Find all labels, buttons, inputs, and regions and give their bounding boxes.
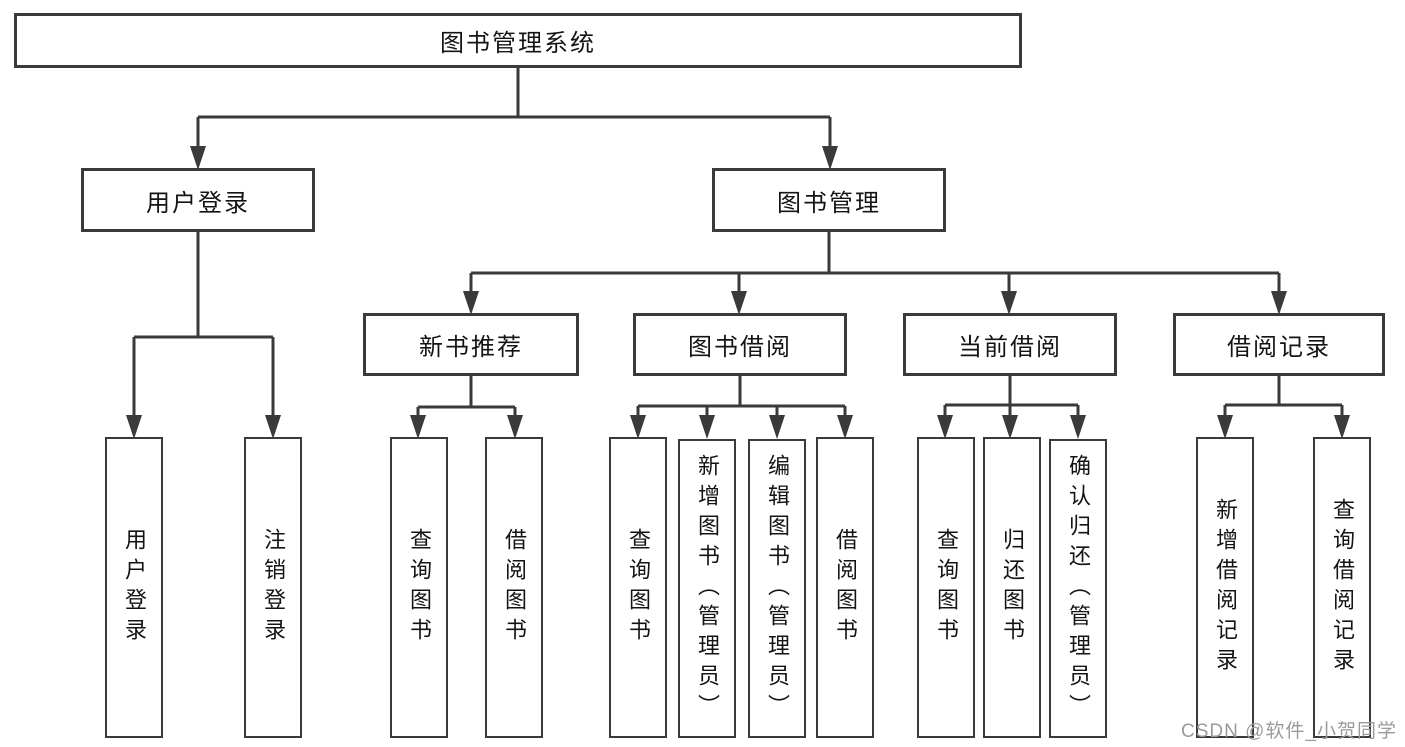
node-user-login-branch-label: 用户登录	[146, 189, 250, 217]
leaf-borrowing-query-books-label: 查询图书	[626, 527, 651, 648]
leaf-logout: 注销登录	[244, 437, 302, 738]
leaf-newbook-query-books-label: 查询图书	[407, 527, 432, 648]
leaf-borrowing-borrow-books: 借阅图书	[816, 437, 874, 738]
leaf-current-query-books: 查询图书	[917, 437, 975, 738]
leaf-records-query-record: 查询借阅记录	[1313, 437, 1371, 738]
leaf-borrowing-add-books-admin-label: 新增图书（管理员）	[695, 453, 720, 724]
leaf-current-return-books: 归还图书	[983, 437, 1041, 738]
node-new-book-recommend-label: 新书推荐	[419, 334, 523, 361]
node-current-borrowing: 当前借阅	[903, 313, 1117, 376]
leaf-records-add-record-label: 新增借阅记录	[1213, 497, 1238, 678]
csdn-watermark: CSDN @软件_小贺同学	[1181, 721, 1397, 742]
leaf-current-return-books-label: 归还图书	[1000, 527, 1025, 648]
leaf-logout-label: 注销登录	[261, 527, 286, 648]
node-new-book-recommend: 新书推荐	[363, 313, 579, 376]
leaf-records-query-record-label: 查询借阅记录	[1330, 497, 1355, 678]
leaf-current-query-books-label: 查询图书	[934, 527, 959, 648]
node-borrowing-records: 借阅记录	[1173, 313, 1385, 376]
leaf-borrowing-borrow-books-label: 借阅图书	[833, 527, 858, 648]
node-current-borrowing-label: 当前借阅	[958, 334, 1062, 361]
leaf-records-add-record: 新增借阅记录	[1196, 437, 1254, 738]
leaf-newbook-borrow-books-label: 借阅图书	[502, 527, 527, 648]
leaf-current-confirm-return-admin: 确认归还（管理员）	[1049, 439, 1107, 738]
node-borrowing-records-label: 借阅记录	[1227, 334, 1331, 361]
leaf-borrowing-query-books: 查询图书	[609, 437, 667, 738]
leaf-newbook-borrow-books: 借阅图书	[485, 437, 543, 738]
node-book-borrowing-label: 图书借阅	[688, 334, 792, 361]
leaf-borrowing-edit-books-admin-label: 编辑图书（管理员）	[765, 453, 790, 724]
leaf-current-confirm-return-admin-label: 确认归还（管理员）	[1066, 453, 1091, 724]
node-user-login-branch: 用户登录	[81, 168, 315, 232]
leaf-newbook-query-books: 查询图书	[390, 437, 448, 738]
node-book-management-branch-label: 图书管理	[777, 189, 881, 217]
node-library-system: 图书管理系统	[14, 13, 1022, 68]
leaf-borrowing-add-books-admin: 新增图书（管理员）	[678, 439, 736, 738]
leaf-borrowing-edit-books-admin: 编辑图书（管理员）	[748, 439, 806, 738]
node-book-management-branch: 图书管理	[712, 168, 946, 232]
leaf-user-login: 用户登录	[105, 437, 163, 738]
node-library-system-label: 图书管理系统	[440, 30, 596, 57]
leaf-user-login-label: 用户登录	[122, 527, 147, 648]
node-book-borrowing: 图书借阅	[633, 313, 847, 376]
